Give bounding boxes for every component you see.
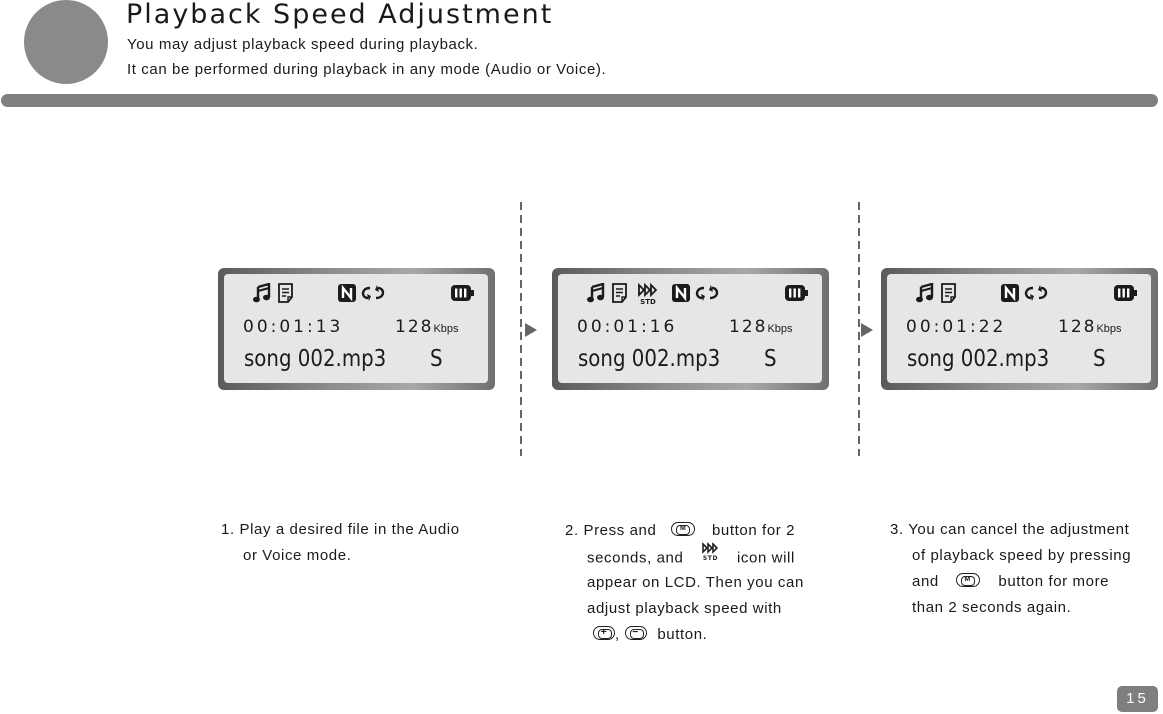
step-2-text: seconds, and xyxy=(587,549,684,567)
step-2-text: 2. Press and xyxy=(565,522,657,539)
separator: , xyxy=(615,626,620,643)
repeat-icon xyxy=(361,283,385,308)
step-2-line-4: adjust playback speed with xyxy=(587,600,782,617)
page-title: Playback Speed Adjustment xyxy=(126,0,554,30)
m-glyph: M xyxy=(679,525,687,533)
step-3-line-2: of playback speed by pressing xyxy=(912,547,1132,564)
repeat-icon xyxy=(695,283,719,308)
lcd-mode-indicator: S xyxy=(430,346,443,372)
step-2-line-1: 2. Press and M button for 2 xyxy=(565,518,804,544)
bitrate-unit: Kbps xyxy=(433,323,459,335)
m-button-icon: M xyxy=(955,573,980,588)
step-2-line-2: seconds, and STD icon will xyxy=(565,542,804,571)
svg-text:STD: STD xyxy=(703,555,718,562)
bitrate-unit: Kbps xyxy=(1096,323,1122,335)
plus-glyph: + xyxy=(600,627,608,639)
header-circle-decoration xyxy=(24,0,108,84)
music-note-icon xyxy=(587,282,605,308)
step-2-text: icon will xyxy=(737,549,795,567)
lcd-time: 00:01:22 xyxy=(906,317,1007,337)
step-arrow-icon xyxy=(525,323,537,337)
minus-glyph: − xyxy=(632,627,639,639)
lcd-song-name: song 002.mp3 xyxy=(244,346,387,372)
speed-std-icon: STD xyxy=(637,282,659,310)
step-3-text: button for more xyxy=(998,573,1110,590)
step-2-line-5: +, − button. xyxy=(565,622,804,648)
lcd-bitrate: 128Kbps xyxy=(395,317,459,337)
step-3-text: and xyxy=(912,573,939,590)
bitrate-unit: Kbps xyxy=(767,323,793,335)
page-number: 15 xyxy=(1117,686,1158,712)
lcd-mode-indicator: S xyxy=(764,346,777,372)
subtitle-line-1: You may adjust playback speed during pla… xyxy=(127,36,479,53)
lcd-time: 00:01:13 xyxy=(243,317,344,337)
lcd-bitrate: 128Kbps xyxy=(729,317,793,337)
step-2-line-3: appear on LCD. Then you can xyxy=(587,574,804,591)
step-divider-1 xyxy=(520,202,522,456)
bitrate-value: 128 xyxy=(395,317,434,337)
lcd-display-1: 00:01:13 128Kbps song 002.mp3 S xyxy=(218,268,495,390)
step-divider-2 xyxy=(858,202,860,456)
bitrate-value: 128 xyxy=(729,317,768,337)
step-3-line-3: and M button for more xyxy=(890,569,1131,595)
step-3-instructions: 3. You can cancel the adjustment of play… xyxy=(890,517,1131,621)
step-2-instructions: 2. Press and M button for 2 seconds, and… xyxy=(565,518,804,648)
n-mode-icon xyxy=(672,283,690,308)
svg-text:STD: STD xyxy=(640,298,656,305)
bitrate-value: 128 xyxy=(1058,317,1097,337)
document-icon xyxy=(612,283,628,308)
lcd-mode-indicator: S xyxy=(1093,346,1106,372)
lcd-display-3: 00:01:22 128Kbps song 002.mp3 S xyxy=(881,268,1158,390)
music-note-icon xyxy=(253,282,271,308)
music-note-icon xyxy=(916,282,934,308)
speed-std-icon: STD xyxy=(702,542,720,571)
plus-button-icon: + xyxy=(593,626,615,641)
m-button-icon: M xyxy=(671,522,696,537)
step-3-line-4: than 2 seconds again. xyxy=(912,599,1072,616)
n-mode-icon xyxy=(338,283,356,308)
lcd-time: 00:01:16 xyxy=(577,317,678,337)
step-1-line-1: 1. Play a desired file in the Audio xyxy=(221,521,460,538)
subtitle-line-2: It can be performed during playback in a… xyxy=(127,61,607,78)
minus-button-icon: − xyxy=(624,626,647,641)
lcd-status-icons xyxy=(253,282,483,308)
document-icon xyxy=(941,283,957,308)
lcd-song-name: song 002.mp3 xyxy=(907,346,1050,372)
header-divider-bar xyxy=(1,94,1158,107)
lcd-status-icons: STD xyxy=(587,282,817,308)
lcd-display-2: STD 00:01:16 128Kbps song 002.mp3 S xyxy=(552,268,829,390)
battery-icon xyxy=(1113,283,1137,308)
battery-icon xyxy=(450,283,474,308)
battery-icon xyxy=(784,283,808,308)
lcd-bitrate: 128Kbps xyxy=(1058,317,1122,337)
n-mode-icon xyxy=(1001,283,1019,308)
step-1-instructions: 1. Play a desired file in the Audio or V… xyxy=(221,517,460,569)
repeat-icon xyxy=(1024,283,1048,308)
document-icon xyxy=(278,283,294,308)
lcd-song-name: song 002.mp3 xyxy=(578,346,721,372)
lcd-status-icons xyxy=(916,282,1146,308)
step-3-line-1: 3. You can cancel the adjustment xyxy=(890,521,1130,538)
step-1-line-2: or Voice mode. xyxy=(243,547,352,564)
m-glyph: M xyxy=(964,576,971,584)
lcd-screen: 00:01:13 128Kbps song 002.mp3 S xyxy=(224,274,488,383)
lcd-screen: STD 00:01:16 128Kbps song 002.mp3 S xyxy=(558,274,822,383)
step-2-text: button for 2 xyxy=(711,522,796,539)
lcd-screen: 00:01:22 128Kbps song 002.mp3 S xyxy=(887,274,1151,383)
step-2-text: button. xyxy=(657,626,708,643)
step-arrow-icon xyxy=(861,323,873,337)
